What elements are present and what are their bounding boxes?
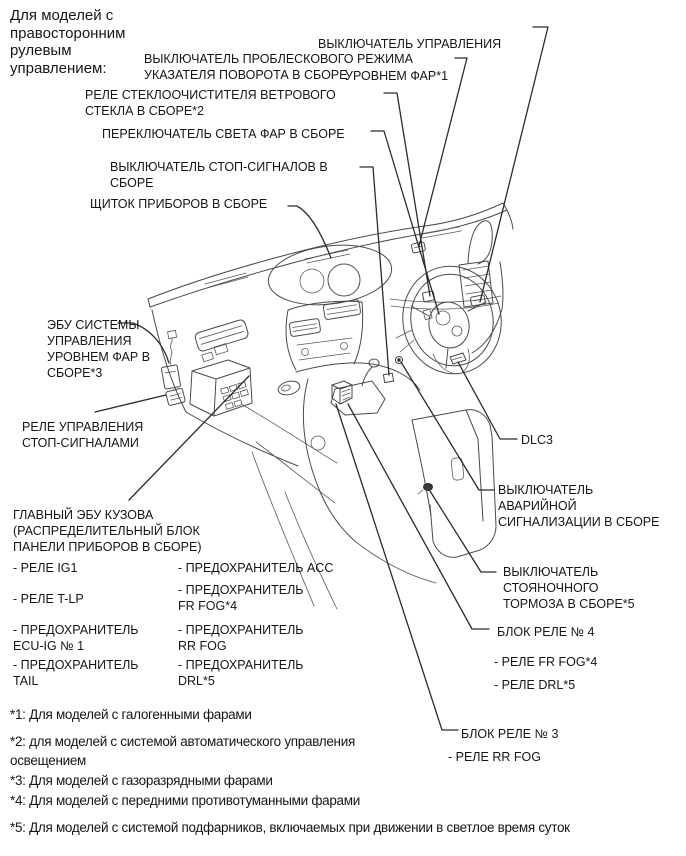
footnote-5: *5: Для моделей с системой подфарников, … xyxy=(10,820,570,835)
fuse-list-item: - ПРЕДОХРАНИТЕЛЬ DRL*5 xyxy=(178,658,304,688)
fuse-list-item: - ПРЕДОХРАНИТЕЛЬ FR FOG*4 xyxy=(178,583,304,613)
label-relay-block4: БЛОК РЕЛЕ № 4 xyxy=(497,625,595,639)
leader-cluster xyxy=(287,205,332,259)
label-turn-signal-flasher-switch: ВЫКЛЮЧАТЕЛЬ ПРОБЛЕСКОВОГО РЕЖИМА УКАЗАТЕ… xyxy=(144,52,413,82)
fuse-list-item: - РЕЛЕ IG1 xyxy=(13,561,78,575)
stoplight-switch-marker xyxy=(382,372,395,384)
leader-leveling-switch xyxy=(479,26,549,303)
leader-headlight-switch xyxy=(370,130,440,315)
relay-list-item: - РЕЛЕ DRL*5 xyxy=(494,678,576,692)
relay-list-item: - РЕЛЕ RR FOG xyxy=(448,750,541,764)
door-handle xyxy=(277,380,301,396)
hazard-switch-marker xyxy=(395,356,403,364)
steering-wheel xyxy=(395,265,502,375)
label-headlight-leveling-ecu: ЭБУ СИСТЕМЫ УПРАВЛЕНИЯ УРОВНЕМ ФАР В СБО… xyxy=(47,318,151,380)
label-wiper-relay: РЕЛЕ СТЕКЛООЧИСТИТЕЛЯ ВЕТРОВОГО СТЕКЛА В… xyxy=(85,88,336,118)
leader-main-ecu xyxy=(128,375,250,501)
note-rhd-models: Для моделей с правосторонним рулевым упр… xyxy=(10,7,126,77)
label-hazard-switch: ВЫКЛЮЧАТЕЛЬ АВАРИЙНОЙ СИГНАЛИЗАЦИИ В СБО… xyxy=(498,483,660,529)
label-stoplight-relay: РЕЛЕ УПРАВЛЕНИЯ СТОП-СИГНАЛАМИ xyxy=(22,420,144,450)
label-line: УРОВНЕМ ФАР*1 xyxy=(345,69,449,83)
center-stack xyxy=(285,299,364,371)
armrest-console-box xyxy=(411,409,497,558)
dashboard-outline xyxy=(147,202,514,610)
label-stoplight-switch: ВЫКЛЮЧАТЕЛЬ СТОП-СИГНАЛОВ В СБОРЕ xyxy=(110,160,328,190)
leader-dlc3 xyxy=(457,361,518,440)
label-dlc3: DLC3 xyxy=(521,433,553,447)
label-line: ВЫКЛЮЧАТЕЛЬ УПРАВЛЕНИЯ xyxy=(318,37,502,51)
right-dash-vent xyxy=(458,260,494,308)
leader-stoplight-switch xyxy=(359,166,390,376)
label-instrument-cluster: ЩИТОК ПРИБОРОВ В СБОРЕ xyxy=(90,197,268,211)
leader-stoplight-relay xyxy=(94,394,167,413)
label-headlight-switch: ПЕРЕКЛЮЧАТЕЛЬ СВЕТА ФАР В СБОРЕ xyxy=(102,127,345,141)
fuse-list-item: - ПРЕДОХРАНИТЕЛЬ ECU-IG № 1 xyxy=(13,623,139,653)
parking-brake-switch-marker xyxy=(417,483,433,495)
leader-relay-block4 xyxy=(347,403,490,630)
relay-list-item: - РЕЛЕ FR FOG*4 xyxy=(494,655,598,669)
footnote-1: *1: Для моделей с галогенными фарами xyxy=(10,707,252,722)
fuse-list-item: - ПРЕДОХРАНИТЕЛЬ TAIL xyxy=(13,658,139,688)
label-parking-brake-switch: ВЫКЛЮЧАТЕЛЬ СТОЯНОЧНОГО ТОРМОЗА В СБОРЕ*… xyxy=(503,565,635,611)
dlc3-connector xyxy=(449,352,467,365)
fuse-list-item: - ПРЕДОХРАНИТЕЛЬ ACC xyxy=(178,561,334,575)
leader-hazard-switch xyxy=(400,361,495,491)
headlight-leveling-ecu xyxy=(161,329,181,390)
center-console xyxy=(295,358,437,584)
left-side-vent xyxy=(194,319,249,352)
stop-light-control-relay xyxy=(165,387,186,406)
leader-lines xyxy=(94,26,549,731)
console-relay-block xyxy=(331,380,353,405)
leader-parking-brake xyxy=(429,490,497,573)
leader-flasher-switch xyxy=(418,57,468,247)
label-headlight-leveling-switch: ВЫКЛЮЧАТЕЛЬ УПРАВЛЕНИЯ УРОВНЕМ ФАР*1 xyxy=(318,20,501,100)
main-body-ecu-fuse-box xyxy=(189,343,253,417)
footnote-4: *4: Для моделей с передними противотуман… xyxy=(10,793,360,808)
leader-relay-block3 xyxy=(335,403,459,731)
fuse-list-item: - РЕЛЕ T-LP xyxy=(13,592,84,606)
fuse-list-item: - ПРЕДОХРАНИТЕЛЬ RR FOG xyxy=(178,623,304,653)
label-relay-block3: БЛОК РЕЛЕ № 3 xyxy=(461,727,559,741)
label-main-body-ecu: ГЛАВНЫЙ ЭБУ КУЗОВА (РАСПРЕДЕЛИТЕЛЬНЫЙ БЛ… xyxy=(13,508,202,554)
leader-wiper-relay xyxy=(383,92,431,297)
footnote-3: *3: Для моделей с газоразрядными фарами xyxy=(10,773,273,788)
footnote-2: *2: для моделей с системой автоматическо… xyxy=(10,734,355,768)
leader-leveling-ecu xyxy=(117,322,170,364)
